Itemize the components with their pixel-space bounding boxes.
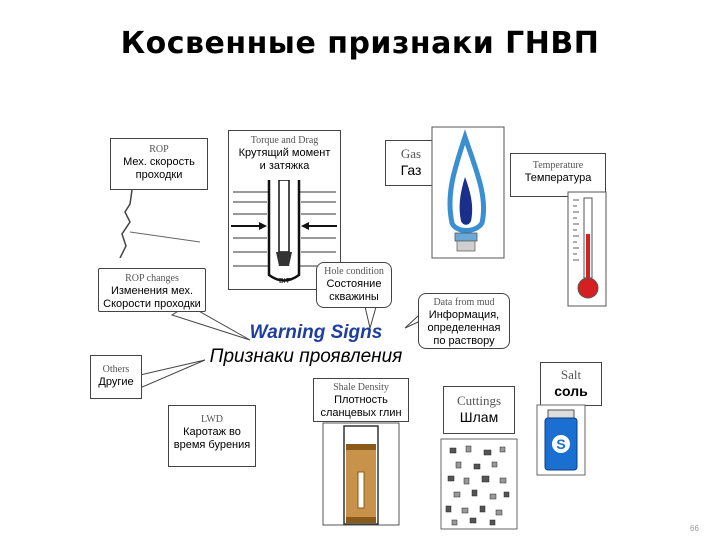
lwd-en-label: LWD: [200, 414, 224, 425]
rop-changes-ru-line2: Скорости проходки: [103, 298, 201, 310]
temperature-ru-label: Температура: [524, 172, 592, 184]
gas-ru-label: Газ: [400, 162, 422, 178]
others-box: Others Другие: [90, 355, 142, 399]
lwd-ru-line1: Каротаж во: [183, 426, 241, 438]
cuttings-en-label: Cuttings: [456, 393, 502, 408]
warning-signs-en: Warning Signs: [249, 322, 383, 343]
shale-density-box: Shale Density Плотность сланцевых глин: [313, 378, 409, 422]
mud-en-label: Data from mud: [433, 297, 495, 308]
hole-ru-line1: Состояние: [326, 278, 382, 290]
rop-ru-line1: Мех. скорость: [123, 156, 195, 168]
salt-can-letter: S: [556, 436, 565, 452]
rop-en-label: ROP: [149, 144, 169, 155]
mud-ru-line1: Информация,: [428, 309, 500, 321]
page-number: 66: [690, 524, 699, 533]
hole-condition-callout: Hole condition Состояние скважины: [316, 262, 392, 308]
torque-en-label: Torque and Drag: [250, 135, 319, 146]
others-en-label: Others: [102, 364, 130, 375]
gas-box: Gas Газ: [385, 140, 437, 186]
salt-box: Salt соль: [540, 362, 602, 406]
shale-ru-line2: сланцевых глин: [320, 407, 402, 419]
torque-ru-line2: и затяжка: [259, 160, 310, 172]
bit-label: BIT: [279, 278, 291, 285]
rop-box: ROP Мех. скорость проходки: [110, 138, 208, 190]
gas-flame-icon: [431, 126, 505, 259]
page-title: Косвенные признаки ГНВП: [120, 26, 600, 61]
rop-changes-box: ROP changes Изменения мех. Скорости прох…: [98, 268, 206, 312]
cuttings-particles-icon: [440, 438, 518, 530]
salt-shaker-icon: S: [536, 404, 586, 476]
salt-ru-label: соль: [554, 383, 588, 399]
others-ru-label: Другие: [98, 376, 134, 388]
rop-depth-graph: [119, 190, 201, 258]
mud-ru-line2: определенная: [427, 322, 501, 334]
mud-ru-line3: по раствору: [433, 335, 495, 347]
rop-ru-line2: проходки: [135, 169, 183, 181]
cuttings-box: Cuttings Шлам: [443, 386, 515, 434]
hole-ru-line2: скважины: [329, 291, 379, 303]
lwd-box: LWD Каротаж во время бурения: [168, 405, 256, 467]
torque-ru-line1: Крутящий момент: [238, 147, 331, 159]
rop-changes-ru-line1: Изменения мех.: [110, 285, 194, 297]
hole-en-label: Hole condition: [324, 266, 384, 277]
temperature-en-label: Temperature: [532, 160, 584, 171]
temperature-box: Temperature Температура: [510, 153, 606, 197]
rop-changes-en-label: ROP changes: [125, 273, 179, 284]
lwd-ru-line2: время бурения: [173, 439, 251, 451]
thermometer-icon: [567, 191, 607, 307]
mud-data-callout: Data from mud Информация, определенная п…: [418, 293, 510, 349]
salt-en-label: Salt: [560, 367, 582, 382]
shale-tube-icon: [322, 422, 400, 526]
shale-en-label: Shale Density: [333, 382, 389, 393]
warning-signs-ru: Признаки проявления: [209, 346, 403, 367]
gas-en-label: Gas: [400, 146, 422, 161]
cuttings-ru-label: Шлам: [459, 409, 499, 425]
shale-ru-line1: Плотность: [334, 394, 388, 406]
